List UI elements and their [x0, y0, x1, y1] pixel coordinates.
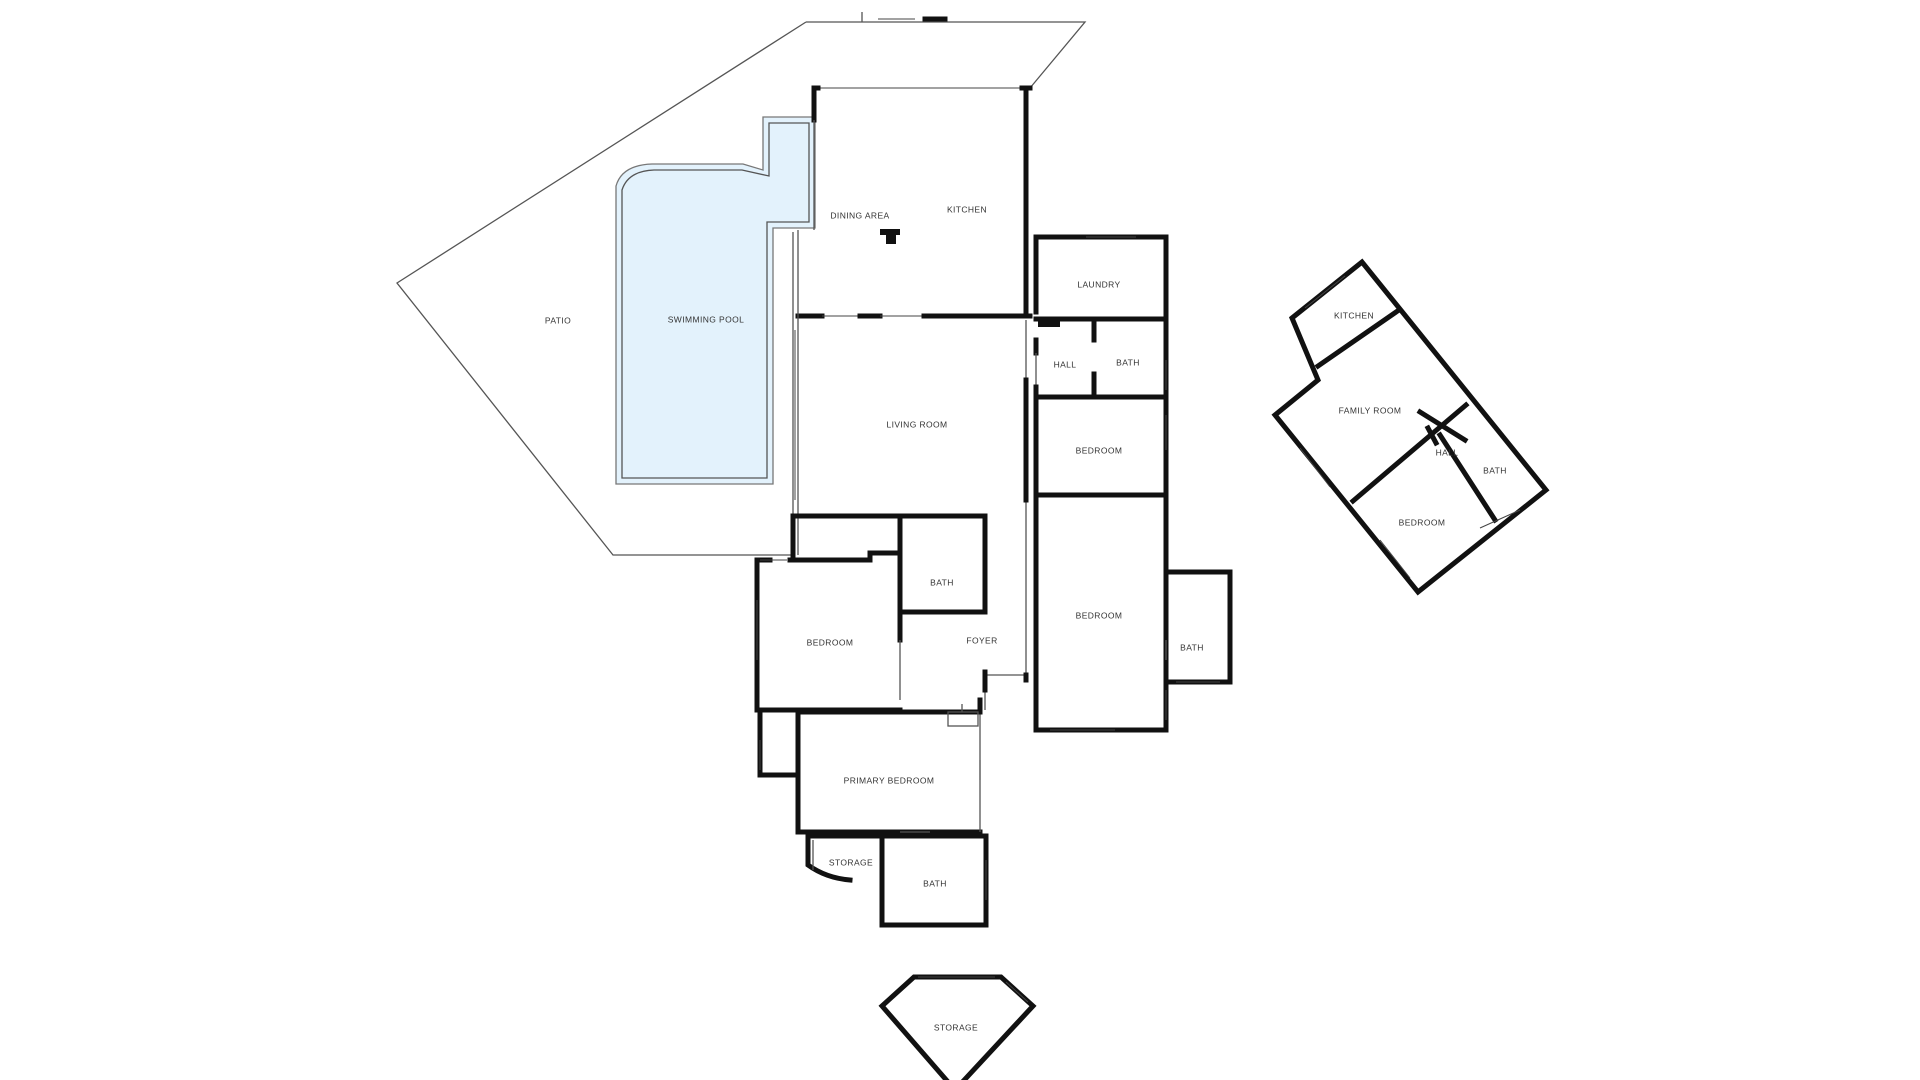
patio-area: [396, 12, 1087, 556]
label-guest-bath: BATH: [1483, 465, 1507, 475]
guest-house-walls: [1271, 258, 1550, 596]
label-guest-family-room: FAMILY ROOM: [1339, 405, 1402, 415]
label-guest-kitchen: KITCHEN: [1334, 310, 1374, 320]
label-hall: HALL: [1054, 359, 1077, 369]
label-bath-main: BATH: [1116, 357, 1140, 367]
label-guest-bedroom: BEDROOM: [1399, 517, 1446, 527]
swimming-pool: [615, 116, 816, 485]
label-primary-bedroom: PRIMARY BEDROOM: [844, 775, 935, 785]
label-bedroom-east: BEDROOM: [1076, 445, 1123, 455]
label-bath-east: BATH: [1180, 642, 1204, 652]
label-bath-primary: BATH: [923, 878, 947, 888]
label-guest-hall: HALL: [1436, 447, 1459, 457]
label-swimming-pool: SWIMMING POOL: [668, 314, 745, 324]
label-kitchen: KITCHEN: [947, 204, 987, 214]
label-storage-outbuilding: STORAGE: [934, 1022, 978, 1032]
label-laundry: LAUNDRY: [1077, 279, 1120, 289]
label-storage-small: STORAGE: [829, 857, 873, 867]
label-dining-area: DINING AREA: [830, 210, 889, 220]
main-house-walls: [754, 85, 1033, 928]
label-living-room: LIVING ROOM: [886, 419, 947, 429]
room-labels: PATIO SWIMMING POOL DINING AREA KITCHEN …: [545, 204, 1507, 1032]
label-foyer: FOYER: [966, 635, 997, 645]
label-bedroom-west: BEDROOM: [807, 637, 854, 647]
label-bath-center: BATH: [930, 577, 954, 587]
label-bedroom-large: BEDROOM: [1076, 610, 1123, 620]
storage-outbuilding: [878, 974, 1037, 1080]
east-wing-walls: [1033, 234, 1233, 733]
label-patio: PATIO: [545, 315, 571, 325]
